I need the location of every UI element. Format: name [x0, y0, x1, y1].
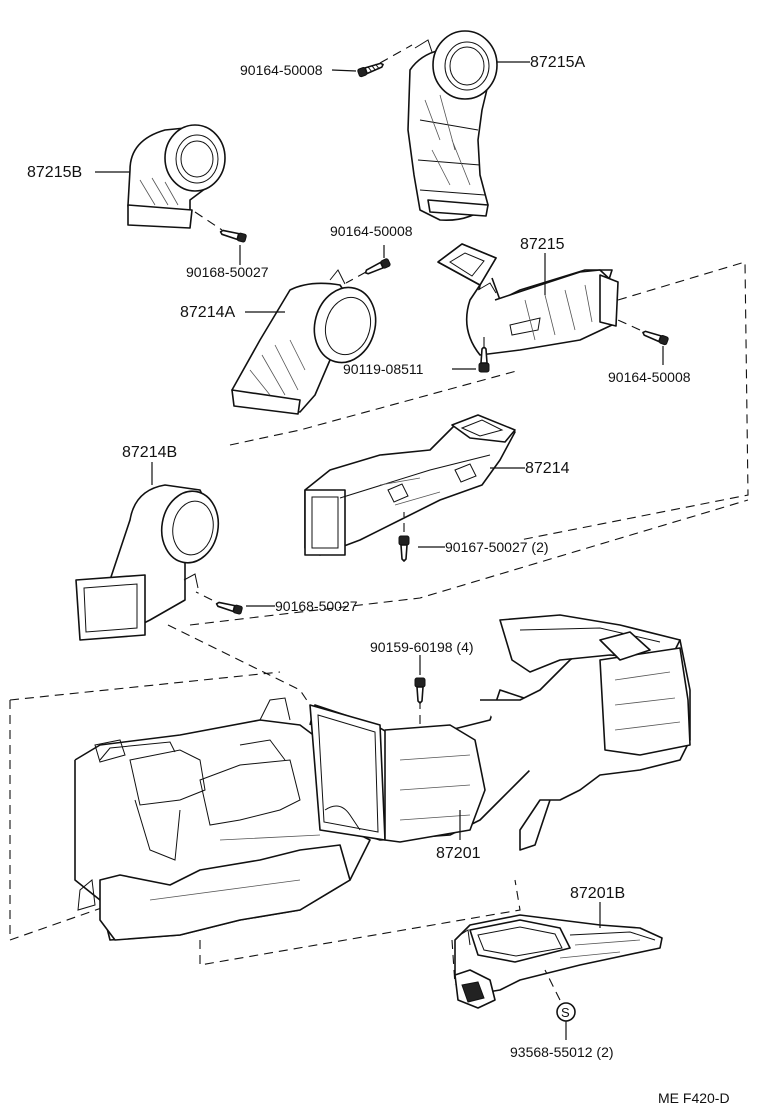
label-87201: 87201 [436, 845, 481, 862]
duct-87215B[interactable] [127, 124, 226, 229]
label-87214A: 87214A [180, 304, 235, 321]
screw-icon [642, 330, 669, 346]
label-90164-50008-right: 90164-50008 [608, 369, 691, 385]
screw-icon [478, 346, 490, 373]
label-87215B: 87215B [27, 164, 82, 181]
label-90168-50027-top: 90168-50027 [186, 264, 269, 280]
label-90159-60198: 90159-60198 (4) [370, 639, 474, 655]
label-90168-50027-low: 90168-50027 [275, 598, 358, 614]
duct-87214B[interactable] [75, 484, 224, 641]
clip-icon: S [556, 1002, 576, 1022]
label-87215A: 87215A [530, 54, 585, 71]
screw-icon [364, 258, 391, 275]
page-code: ME F420-D [658, 1090, 730, 1106]
label-87214: 87214 [525, 460, 570, 477]
label-90167-50027: 90167-50027 (2) [445, 539, 549, 555]
screw-icon [215, 601, 243, 615]
duct-87215A[interactable] [407, 30, 498, 222]
duct-87214A[interactable] [231, 269, 384, 415]
label-87214B: 87214B [122, 444, 177, 461]
cover-87201B[interactable] [454, 914, 663, 1009]
screw-icon [398, 535, 410, 562]
label-87215: 87215 [520, 236, 565, 253]
screw-icon [219, 229, 247, 243]
screw-icon [357, 62, 384, 78]
duct-87215[interactable] [437, 243, 619, 356]
heater-unit-87201[interactable] [74, 614, 691, 941]
label-87201B: 87201B [570, 885, 625, 902]
label-90164-50008-mid: 90164-50008 [330, 223, 413, 239]
label-93568-55012: 93568-55012 (2) [510, 1044, 614, 1060]
label-90164-50008-top: 90164-50008 [240, 62, 323, 78]
symbol-s: S [561, 1005, 570, 1020]
label-90119-08511: 90119-08511 [343, 361, 424, 377]
screw-icon [414, 677, 426, 704]
duct-87214[interactable] [304, 414, 516, 556]
